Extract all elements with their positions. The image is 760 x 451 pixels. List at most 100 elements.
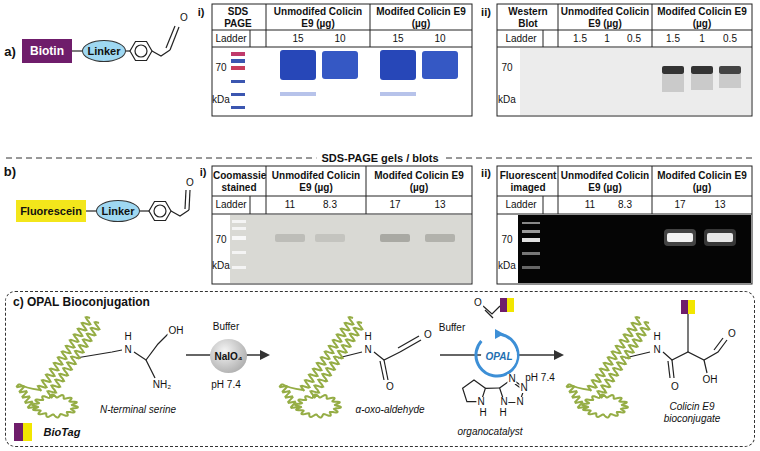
atom-label: N [515,397,524,407]
lane-label: 17 [674,199,685,211]
node-text: Linker [101,205,134,217]
gel-header: Modifed Colicin E9 (µg) [653,170,751,193]
sds-page-gel [250,30,251,47]
sds-page-gel [212,4,472,47]
reagent-circle: NaIO₄ [210,339,247,373]
protein-loop [49,395,55,397]
coomassie-gel [232,251,246,254]
western-blot [520,48,751,115]
protein-loop [282,384,303,390]
coomassie-gel [232,220,246,223]
western-blot [662,66,684,74]
sds-page-gel [380,92,416,96]
fluorescent-gel [497,214,752,215]
benzaldehyde-a [166,26,175,48]
chemical-bonds [485,387,499,388]
gel-header: Unmodifed Colicin E9 (µg) [268,6,368,29]
protein-loop [19,384,40,390]
condition-label: Buffer [211,321,242,333]
western-blot [691,74,713,90]
sds-page-gel [322,51,358,79]
biotag-square [23,423,32,441]
gel-header: Modifed Colicin E9 (µg) [653,6,751,29]
sds-page-gel [212,30,472,31]
lane-label: Ladder [505,33,536,45]
sds-page-gel [280,50,316,80]
protein-loop [312,395,318,397]
opal-cycle-arrow [473,329,522,379]
opal-cycle-arrow [473,331,522,380]
atom-label: O [670,382,680,392]
chemical-bonds [663,340,727,360]
fluorescent-gel [522,238,540,242]
gel-header: Unmodifed Colicin E9 (µg) [559,6,651,29]
coomassie-gel [250,196,251,214]
node-text: Fluorescein [20,205,82,217]
benzaldehyde-b [149,202,171,221]
bond-line [86,210,96,211]
atom-label: N [476,397,485,407]
western-blot [719,66,741,74]
sds-page-gel [231,80,245,83]
sds-page-gel [231,106,245,109]
western-blot [652,4,653,47]
atom-label: O [185,178,195,188]
protein-helix [598,322,650,398]
sub-panel-label: ii) [481,167,491,180]
lane-label: 17 [389,199,400,211]
compound-label: Colicin E9 bioconjugate [650,401,734,424]
chemical-bonds [76,306,727,403]
atom-label: N [363,345,372,355]
node-text: OPAL [485,351,512,362]
coomassie-gel [212,166,472,284]
protein-domain [582,395,628,418]
coomassie-gel [380,234,410,242]
catalyst-circle: OPAL [481,339,517,373]
chemical-bonds [398,336,419,348]
coomassie-gel [275,234,305,242]
linker-oval: Linker [82,40,126,62]
benzaldehyde-b [140,190,190,221]
protein-structure [17,317,650,417]
coomassie-gel [212,214,472,215]
benzaldehyde-a [126,26,179,61]
fluorescent-gel [667,233,693,242]
sds-page-gel [231,52,245,56]
panel-letter: b) [4,165,16,180]
atom-label: H [652,332,661,342]
western-blot [558,4,559,47]
western-blot [497,30,752,31]
fluorescent-gel [522,222,540,224]
panel-frame: c) OPAL BioconjugationNaIO₄ OPAL [5,291,755,447]
lane-label: Ladder [505,199,536,211]
lane-label: 70 [501,62,512,74]
bond-line [72,50,82,51]
benzaldehyde-a [152,50,170,56]
benzaldehyde-b [185,190,186,209]
lane-label: kDa [498,260,516,272]
panel-letter: a) [4,45,16,60]
gel-header: Modifed Colicin E9 (µg) [372,6,470,29]
fluorescent-gel [522,252,540,255]
lane-label: 8.3 [323,199,337,211]
atom-label: N [123,345,132,355]
sds-page-gel [266,4,267,47]
lane-label: 1 [699,33,705,45]
chemical-bonds [146,360,155,378]
panel-heading: c) OPAL Bioconjugation [13,295,150,309]
chemical-bonds [380,361,384,380]
atom-label: NH₂ [152,380,172,390]
coomassie-gel [230,215,471,283]
atom-label: N [499,397,508,407]
sds-page-gel [280,92,316,96]
sds-page-gel [370,4,371,47]
legend-text: BioTag [44,426,81,439]
protein-domain [295,395,341,418]
chemical-bonds [400,340,421,352]
section-divider-label: SDS-PAGE gels / blots [316,152,443,165]
lane-label: 1.5 [573,33,587,45]
lane-label: 1.5 [666,33,680,45]
